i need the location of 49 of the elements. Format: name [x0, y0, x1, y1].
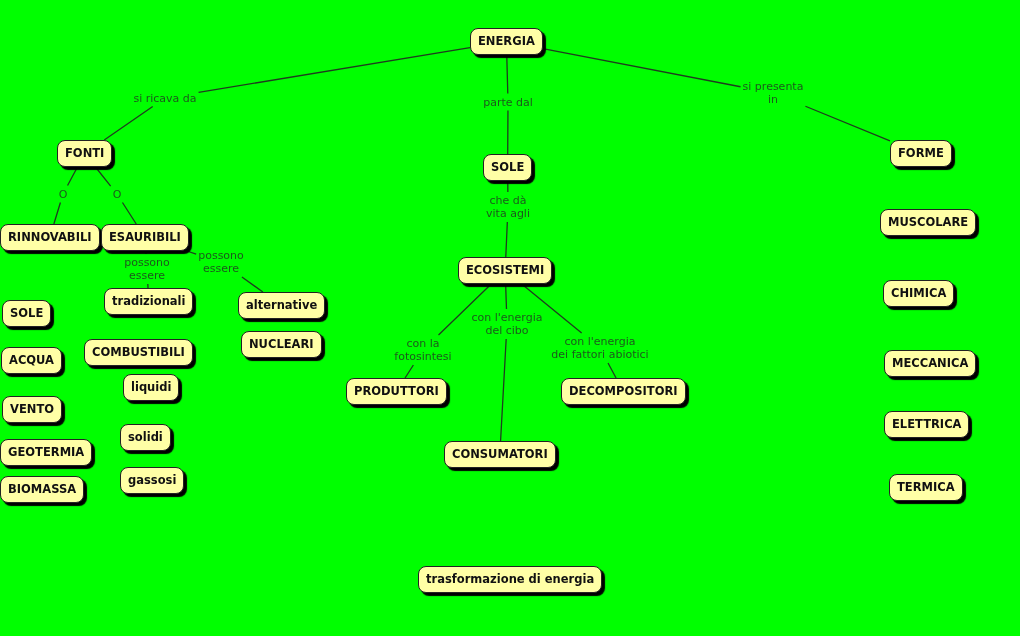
concept-box: ENERGIA	[470, 28, 543, 55]
connector-line	[103, 46, 471, 141]
connector-line	[499, 283, 508, 442]
connector-line	[94, 166, 137, 225]
connector-line	[186, 250, 264, 293]
concept-box: MECCANICA	[884, 350, 977, 377]
concept-box: liquidi	[123, 374, 180, 401]
connector-line	[505, 180, 509, 258]
concept-box: tradizionali	[104, 288, 194, 315]
concept-box: trasformazione di energia	[418, 566, 603, 593]
concept-box: SOLE	[483, 154, 533, 181]
edge-label: con l'energia dei fattori abiotici	[551, 335, 649, 361]
concept-box: alternative	[238, 292, 326, 319]
concept-box: PRODUTTORI	[346, 378, 447, 405]
connector-line	[404, 283, 492, 379]
edge-label: O	[112, 187, 122, 201]
concept-box: GEOTERMIA	[0, 439, 93, 466]
concept-box: ECOSISTEMI	[458, 257, 553, 284]
concept-box: DECOMPOSITORI	[561, 378, 686, 405]
edge-label: possono essere	[198, 249, 244, 275]
concept-box: BIOMASSA	[0, 476, 85, 503]
edge-label: con l'energia del cibo	[471, 311, 543, 337]
edge-label: che dà vita agli	[486, 194, 530, 220]
concept-box: TERMICA	[889, 474, 963, 501]
concept-box: solidi	[120, 424, 171, 451]
connector-line	[521, 283, 617, 379]
concept-box: gassosi	[120, 467, 185, 494]
concept-box: SOLE	[2, 300, 52, 327]
edge-label: si presenta in	[742, 80, 804, 106]
concept-box: CONSUMATORI	[444, 441, 556, 468]
concept-box: ESAURIBILI	[101, 224, 189, 251]
connector-line	[542, 47, 891, 142]
edge-label: con la fotosintesi	[394, 337, 452, 363]
concept-box: NUCLEARI	[241, 331, 322, 358]
concept-box: FORME	[890, 140, 952, 167]
edge-label: possono essere	[124, 256, 170, 282]
concept-box: RINNOVABILI	[0, 224, 100, 251]
concept-box: VENTO	[2, 396, 62, 423]
concept-box: FONTI	[57, 140, 113, 167]
edge-label: O	[58, 187, 68, 201]
connector-line	[506, 54, 509, 155]
concept-box: MUSCOLARE	[880, 209, 977, 236]
concept-box: COMBUSTIBILI	[84, 339, 193, 366]
edge-label: parte dal	[483, 95, 533, 109]
connector-line	[53, 166, 79, 225]
concept-box: CHIMICA	[883, 280, 955, 307]
concept-box: ELETTRICA	[884, 411, 970, 438]
concept-box: ACQUA	[1, 347, 62, 374]
edge-label: si ricava da	[133, 91, 197, 105]
